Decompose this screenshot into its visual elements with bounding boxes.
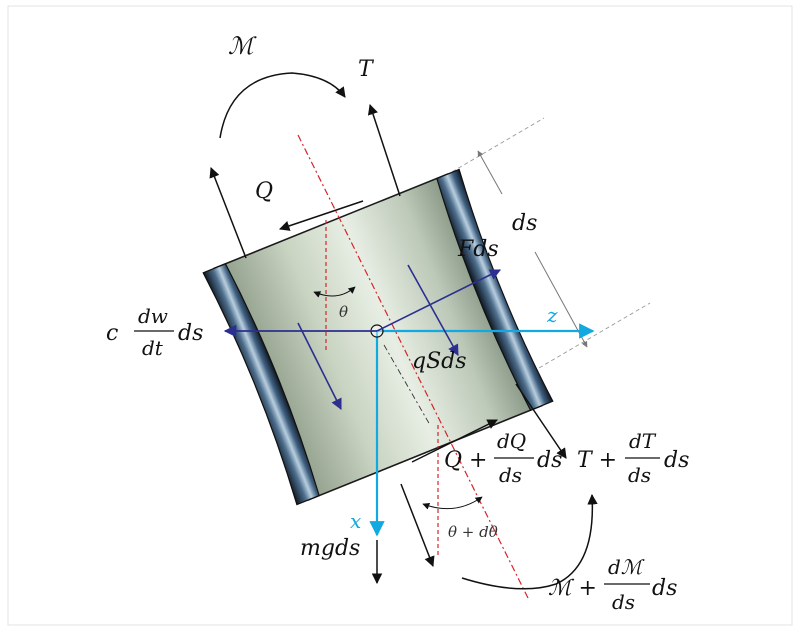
tension-bottom-label: T + dT ds ds [577, 429, 689, 487]
z-axis-label: z [546, 303, 558, 327]
svg-text:ds: ds [628, 463, 651, 487]
shear-top-label: Q [255, 179, 273, 204]
svg-text:ds: ds [664, 448, 689, 473]
moment-top-arc [219, 72, 346, 139]
svg-text:dℳ: dℳ [608, 555, 645, 579]
svg-text:dQ: dQ [497, 429, 526, 453]
svg-text:c: c [106, 321, 118, 346]
svg-text:ℳ +: ℳ + [548, 576, 597, 601]
beam-left-cap [202, 263, 320, 506]
x-axis-label: x [350, 509, 361, 533]
moment-bottom-arc [461, 493, 598, 590]
shear-bottom-label: Q + dQ ds ds [444, 429, 562, 487]
damping-force-label: c dw dt ds [106, 304, 203, 360]
figure-frame [7, 5, 793, 626]
svg-text:ds: ds [537, 448, 562, 473]
moment-top-label: ℳ [228, 32, 257, 60]
tension-top-label: T [358, 57, 375, 82]
svg-text:dw: dw [138, 304, 168, 328]
tension-bottom-arrow [515, 383, 567, 459]
beam-right-cap [436, 168, 554, 411]
svg-text:ds: ds [652, 576, 677, 601]
pressure-arrow-left [297, 322, 342, 411]
pressure-arrow-right [407, 264, 459, 356]
body-force-arrow [376, 269, 502, 332]
weight-label: mgds [300, 536, 360, 561]
shear-bottom-arrow [411, 419, 498, 463]
svg-text:T +: T + [577, 448, 617, 473]
edge-normal-top-left [209, 167, 247, 259]
pressure-label: qSds [412, 349, 467, 374]
svg-text:ds: ds [612, 590, 635, 614]
edge-normal-bottom [400, 483, 435, 567]
theta-arc-top [313, 286, 356, 298]
svg-text:ds: ds [178, 321, 203, 346]
svg-text:ds: ds [499, 463, 522, 487]
shear-top-arrow [279, 200, 364, 231]
theta-arc-bottom [422, 496, 483, 510]
svg-text:dt: dt [142, 336, 164, 360]
theta-plus-dtheta-label: θ + dθ [448, 523, 498, 541]
moment-bottom-label: ℳ + dℳ ds ds [548, 555, 677, 614]
element-length-label: ds [512, 211, 537, 236]
svg-text:Q +: Q + [444, 448, 487, 473]
ds-dimension-arrow-lower [534, 251, 588, 348]
tension-top-arrow [367, 104, 401, 197]
body-force-label: Fds [457, 237, 499, 262]
element-centerline [297, 134, 529, 599]
theta-label: θ [339, 303, 348, 321]
neutral-axis-line [383, 344, 431, 426]
svg-text:dT: dT [629, 429, 657, 453]
ds-dimension-arrow-upper [477, 150, 503, 195]
